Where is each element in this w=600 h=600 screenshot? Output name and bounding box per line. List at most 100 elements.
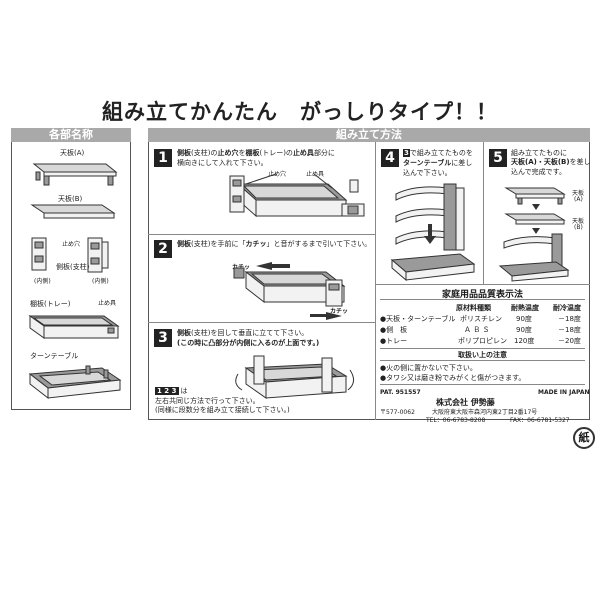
label-side-plate: 側板(支柱) xyxy=(56,263,90,271)
quality-row-2-material: Ａ Ｂ Ｓ xyxy=(464,326,490,334)
company-name: 株式会社 伊勢藤 xyxy=(436,398,495,407)
s4-t4: に差し xyxy=(451,159,473,167)
step-2-text-line1: 側板(支柱)を手前に「カチッ」と音がするまで引いて下さい。 xyxy=(177,240,371,249)
s5-t2: を差し xyxy=(569,158,591,166)
made-in-japan: MADE IN JAPAN xyxy=(538,389,590,396)
note-suffix: は xyxy=(180,387,188,395)
step-5-text-line1: 組み立てたものに xyxy=(511,149,567,157)
label-inner-left: (内側) xyxy=(34,278,51,285)
step45-divider xyxy=(483,142,484,284)
caution-title: 取扱い上の注意 xyxy=(458,351,507,359)
quality-header-cold: 耐冷温度 xyxy=(553,304,581,312)
s1-fitting: 止め具 xyxy=(292,149,314,157)
caution-1: ●火の側に置かないで下さい。 xyxy=(380,364,477,372)
step-5-label-a2: (A) xyxy=(574,196,583,203)
quality-row-1-part: ●天板・ターンテーブル xyxy=(380,315,456,323)
column-divider xyxy=(375,142,376,420)
note-step-numbers: 1 2 3 xyxy=(155,387,179,395)
quality-title: 家庭用品品質表示法 xyxy=(441,290,523,300)
step-4-text-line1: 3で組み立てたものを xyxy=(403,149,473,158)
company-address: 大阪府東大阪市森河内東2丁目2番17号 xyxy=(432,409,538,416)
quality-header-material: 原材料種類 xyxy=(456,304,491,312)
step-1-text-line1: 側板(支柱)の止め穴を棚板(トレー)の止め具部分に xyxy=(177,149,335,158)
quality-row-3-material: ポリプロピレン xyxy=(458,337,507,345)
turntable-illustration xyxy=(28,365,122,400)
step-4-text-line2: ターンテーブルに差し xyxy=(403,159,472,168)
step45-bottom xyxy=(375,284,590,285)
patent-number: PAT. 951557 xyxy=(380,389,421,396)
step-4-illustration xyxy=(390,183,476,282)
tray-illustration xyxy=(28,315,120,339)
s2-t4: 」と音がするまで引いて下さい。 xyxy=(266,240,372,248)
postal-code: 〒577-0062 xyxy=(380,409,415,416)
paper-recycle-icon: 紙 xyxy=(573,427,595,449)
step-1-illustration xyxy=(229,173,365,218)
s1-t6: (トレー)の xyxy=(259,149,293,157)
quality-row-3-heat: 120度 xyxy=(514,337,535,345)
step-5-label-a: 天板 xyxy=(572,190,585,197)
step-1-label-hole: 止め穴 xyxy=(268,171,287,178)
s3-t2: (支柱)を回して垂直に立てて下さい。 xyxy=(191,329,309,337)
top-a-illustration xyxy=(32,163,118,186)
step-3-illustration xyxy=(235,355,354,399)
step-1-number: 1 xyxy=(154,149,172,167)
s3-side-plate: 側板 xyxy=(177,329,191,337)
step-5-number: 5 xyxy=(489,149,507,167)
caution-rule-mid xyxy=(380,360,585,361)
label-turntable: ターンテーブル xyxy=(30,352,79,360)
caution-2: ●タワシ又は磨き粉でみがくと傷がつきます。 xyxy=(380,374,526,382)
top-b-illustration xyxy=(30,204,116,219)
quality-row-1-heat: 90度 xyxy=(516,315,532,323)
headline: 組み立てかんたん がっしりタイプ！！ xyxy=(102,100,498,124)
footer-rule xyxy=(380,384,585,385)
s1-hole: 止め穴 xyxy=(217,149,239,157)
quality-row-2-part: ●側 板 xyxy=(380,326,408,334)
step-5-text-line2: 天板(A)・天板(B)を差し xyxy=(511,158,591,167)
side-plate-illustration xyxy=(31,237,109,273)
label-tray: 棚板(トレー) xyxy=(30,300,71,308)
step-2-illustration xyxy=(233,262,346,320)
company-fax: FAX：06-6781-5327 xyxy=(510,417,570,424)
quality-row-3-part: ●トレー xyxy=(380,337,408,345)
quality-row-1-material: ポリスチレン xyxy=(460,315,502,323)
label-stopper-hole-parts: 止め穴 xyxy=(62,241,81,248)
s1-t4: を xyxy=(238,149,246,157)
step-5-text-line3: 込んで完成です。 xyxy=(511,168,566,176)
s1-shelf: 棚板 xyxy=(245,149,260,157)
step-5-illustration xyxy=(498,187,570,282)
s1-t8: 部分に xyxy=(313,149,335,157)
step-3-text-line1: 側板(支柱)を回して垂直に立てて下さい。 xyxy=(177,329,308,338)
step-4-number: 4 xyxy=(381,149,399,167)
quality-row-1-cold: －18度 xyxy=(558,315,581,323)
quality-row-2-cold: －18度 xyxy=(558,326,581,334)
step-3-number: 3 xyxy=(154,329,172,347)
assembly-note-line1: 左右共同じ方法で行って下さい。 xyxy=(155,397,260,405)
s4-ref: 3 xyxy=(403,149,410,157)
step-5-label-b2: (B) xyxy=(574,224,583,231)
step-2-sound-2: カチッ xyxy=(330,308,349,315)
assembly-note-line2: (同様に段数分を組み立て接続して下さい。) xyxy=(155,406,290,414)
company-tel: TEL：06-6783-8208 xyxy=(426,417,486,424)
s4-turntable: ターンテーブル xyxy=(403,159,452,167)
caution-rule-top xyxy=(380,348,585,349)
step-2-number: 2 xyxy=(154,240,172,258)
s5-tops: 天板(A)・天板(B) xyxy=(511,158,570,166)
s1-side-plate: 側板 xyxy=(177,149,191,157)
s2-click: カチッ xyxy=(245,240,267,248)
step-4-text-line3: 込んで下さい。 xyxy=(403,169,452,177)
quality-row-3-cold: －20度 xyxy=(558,337,581,345)
s2-t2: (支柱)を手前に「 xyxy=(191,240,246,248)
step-divider-1 xyxy=(148,234,375,235)
label-top-a: 天板(A) xyxy=(60,149,85,157)
assembly-panel-title: 組み立て方法 xyxy=(148,128,590,142)
step-1-text-line2: 横向きにして入れて下さい。 xyxy=(177,159,268,167)
s4-t2: で組み立てたものを xyxy=(409,149,473,157)
label-inner-right: (内側) xyxy=(92,278,109,285)
s2-side-plate: 側板 xyxy=(177,240,191,248)
quality-header-heat: 耐熱温度 xyxy=(511,304,539,312)
step-divider-2 xyxy=(148,322,375,323)
step-5-label-b: 天板 xyxy=(572,218,585,225)
quality-title-rule xyxy=(380,299,585,300)
parts-panel-title: 各部名称 xyxy=(11,128,131,142)
